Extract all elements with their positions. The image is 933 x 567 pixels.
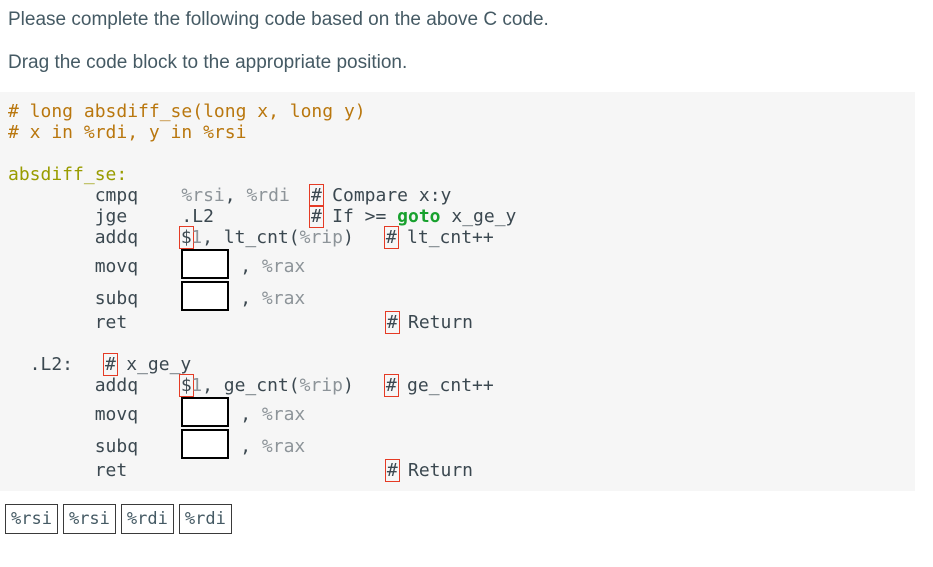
code-text: %rax	[261, 436, 306, 457]
code-text: ret	[8, 312, 128, 333]
code-line: cmpq %rsi, %rdi # Compare x:y	[8, 184, 907, 207]
code-text: 1	[191, 227, 203, 248]
code-text: subq	[8, 288, 182, 309]
code-line: # x in %rdi, y in %rsi	[8, 122, 907, 143]
code-line: subq , %rax	[8, 428, 907, 460]
code-text: # x in %rdi, y in %rsi	[8, 122, 247, 143]
code-text: %rip	[299, 227, 343, 248]
code-text: Return	[397, 460, 474, 481]
hash-token: #	[384, 459, 400, 482]
code-text	[214, 206, 312, 227]
drag-block-rdi-2[interactable]: %rdi	[178, 504, 232, 534]
code-line: movq , %rax	[8, 396, 907, 428]
code-text: , ge_cnt(	[202, 375, 300, 396]
code-line: .L2: # x_ge_y	[8, 353, 907, 376]
code-text: absdiff_se:	[8, 164, 128, 185]
code-line: absdiff_se:	[8, 164, 907, 185]
drop-target[interactable]	[181, 249, 230, 279]
drag-block-rsi-2[interactable]: %rsi	[62, 504, 116, 534]
code-text	[127, 460, 387, 481]
code-text: 1	[191, 375, 203, 396]
code-text: .L2	[181, 206, 214, 227]
code-text: cmpq	[8, 185, 182, 206]
instruction-line-2: Drag the code block to the appropriate p…	[8, 52, 408, 73]
code-text: .L2:	[8, 354, 106, 375]
hash-token: #	[383, 226, 399, 249]
code-text: # long absdiff_se(long x, long y)	[8, 101, 366, 122]
code-text: ,	[229, 256, 262, 277]
drag-block-rdi-1[interactable]: %rdi	[120, 504, 174, 534]
code-text: goto	[397, 206, 441, 227]
code-text: %rdi	[246, 185, 290, 206]
code-text: , lt_cnt(	[202, 227, 300, 248]
code-text: %rip	[299, 375, 343, 396]
code-text: movq	[8, 404, 182, 425]
code-text: )	[342, 227, 387, 248]
code-text: %rax	[261, 256, 306, 277]
code-text: Compare x:y	[321, 185, 452, 206]
code-line: # long absdiff_se(long x, long y)	[8, 101, 907, 122]
drop-target[interactable]	[181, 281, 230, 311]
code-line: ret # Return	[8, 311, 907, 334]
code-text: movq	[8, 256, 182, 277]
code-text: ,	[229, 436, 262, 457]
code-text: If >=	[321, 206, 398, 227]
code-text: lt_cnt++	[396, 227, 494, 248]
drag-block-tray: %rsi %rsi %rdi %rdi	[5, 504, 933, 534]
code-line: addq $1, ge_cnt(%rip) # ge_cnt++	[8, 374, 907, 397]
code-text: x_ge_y	[440, 206, 517, 227]
code-text: )	[342, 375, 387, 396]
hash-token: #	[383, 374, 399, 397]
code-text: Return	[397, 312, 474, 333]
hash-token: #	[384, 311, 400, 334]
code-block: # long absdiff_se(long x, long y)# x in …	[0, 92, 915, 491]
drop-target[interactable]	[181, 397, 230, 427]
code-text	[127, 312, 387, 333]
drop-target[interactable]	[181, 429, 230, 459]
code-text: x_ge_y	[115, 354, 192, 375]
instruction-line-1: Please complete the following code based…	[8, 9, 549, 30]
code-line: ret # Return	[8, 459, 907, 482]
code-text: %rax	[261, 288, 306, 309]
code-line	[8, 333, 907, 354]
code-line: movq , %rax	[8, 248, 907, 280]
code-text: subq	[8, 436, 182, 457]
code-text: %rsi	[181, 185, 225, 206]
drag-block-rsi-1[interactable]: %rsi	[5, 504, 58, 534]
code-text: ret	[8, 460, 128, 481]
dollar-token: $	[178, 226, 194, 249]
code-text: ,	[224, 185, 247, 206]
code-text: %rax	[261, 404, 306, 425]
hash-token: #	[308, 184, 324, 207]
code-text: ge_cnt++	[396, 375, 494, 396]
hash-token: #	[103, 353, 118, 376]
code-line: subq , %rax	[8, 280, 907, 312]
code-text: ,	[229, 404, 262, 425]
code-text: addq	[8, 375, 182, 396]
code-text: jge	[8, 206, 182, 227]
code-text: addq	[8, 227, 182, 248]
code-line	[8, 143, 907, 164]
code-line: addq $1, lt_cnt(%rip) # lt_cnt++	[8, 226, 907, 249]
code-line: jge .L2 # If >= goto x_ge_y	[8, 205, 907, 228]
dollar-token: $	[178, 374, 194, 397]
code-text: ,	[229, 288, 262, 309]
hash-token: #	[308, 205, 324, 228]
